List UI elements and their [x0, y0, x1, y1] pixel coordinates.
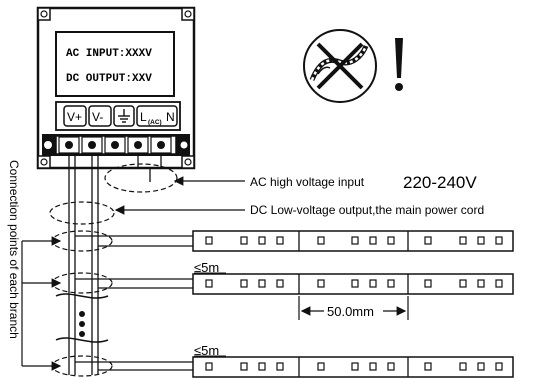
branch-connection-label: Connection points of each branch	[7, 160, 21, 339]
terminal-vminus: V-	[92, 110, 103, 124]
distance-label-1: ≤5m	[194, 260, 219, 275]
exclamation-icon	[395, 38, 403, 91]
power-supply	[36, 6, 196, 170]
led-strip-2	[192, 273, 514, 295]
ac-voltage-annotation: 220-240V	[403, 173, 477, 192]
branch-lines	[21, 235, 193, 371]
segment-dimension	[298, 296, 409, 320]
ac-input-label: AC INPUT:XXXV	[66, 48, 152, 60]
no-bend-warning-icon	[303, 29, 377, 103]
distance-label-2: ≤5m	[194, 343, 219, 358]
led-strip-1	[192, 230, 514, 252]
ac-input-annotation: AC high voltage input	[250, 175, 365, 189]
terminal-ac: (AC)	[148, 119, 162, 126]
break-marks	[55, 293, 109, 343]
segment-length-label: 50.0mm	[327, 304, 374, 319]
continuation-dots	[79, 311, 85, 337]
dc-output-label: DC OUTPUT:XXV	[66, 73, 152, 85]
led-strip-3	[192, 356, 514, 378]
terminal-vplus: V+	[67, 110, 82, 124]
terminal-l: L	[140, 110, 147, 124]
dc-output-annotation: DC Low-voltage output,the main power cor…	[250, 203, 484, 217]
terminal-screws	[58, 136, 172, 154]
terminal-n: N	[166, 110, 175, 124]
ground-icon	[118, 109, 130, 123]
